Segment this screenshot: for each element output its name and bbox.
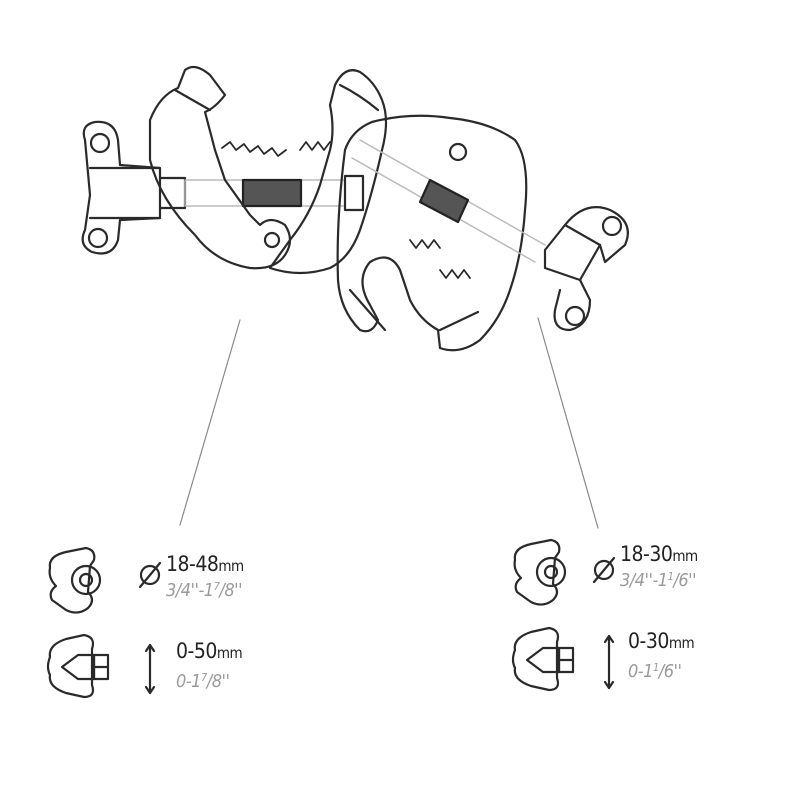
vertical-double-arrow-icon: [144, 643, 156, 695]
imperial-fraction-numerator: 7: [200, 671, 207, 684]
imperial-part: 3/4''-1: [620, 570, 668, 591]
metric-range: 18-30mm: [620, 543, 698, 567]
left-clamp-illustration: [81, 65, 388, 275]
imperial-fraction-numerator: 1: [652, 661, 659, 674]
metric-value: 18-48: [166, 552, 219, 576]
diameter-icon: [138, 561, 162, 589]
unit: mm: [218, 557, 244, 575]
imperial-part: 0-1: [176, 671, 201, 692]
left-diameter-spec: 18-48mm 3/4''-17/8'': [166, 553, 244, 601]
diameter-icon: [592, 556, 616, 584]
imperial-part: 0-1: [628, 661, 653, 682]
metric-range: 0-50mm: [176, 639, 243, 664]
vertical-double-arrow-icon: [603, 634, 615, 690]
imperial-range: 3/4''-11/6'': [620, 567, 698, 591]
left-leader-line: [179, 319, 241, 526]
metric-value: 0-30: [628, 629, 669, 653]
metric-range: 0-30mm: [628, 629, 695, 654]
metric-range: 18-48mm: [166, 553, 244, 577]
flat-clamp-icon: [511, 626, 575, 692]
right-flat-spec: 0-30mm 0-11/6'': [628, 629, 695, 682]
unit: mm: [216, 644, 243, 662]
unit: mm: [672, 547, 698, 565]
imperial-fraction-denominator: /6'': [673, 570, 697, 591]
imperial-part: 3/4''-1: [166, 580, 214, 601]
imperial-fraction-numerator: 7: [213, 580, 220, 593]
imperial-range: 0-11/6'': [628, 658, 694, 682]
right-diameter-spec: 18-30mm 3/4''-11/6'': [620, 543, 698, 591]
imperial-range: 3/4''-17/8'': [166, 577, 244, 601]
flat-clamp-icon: [46, 633, 110, 699]
unit: mm: [668, 634, 695, 652]
imperial-fraction-denominator: /8'': [206, 671, 230, 692]
imperial-fraction-numerator: 1: [667, 570, 674, 583]
imperial-fraction-denominator: /6'': [658, 661, 682, 682]
metric-value: 0-50: [176, 639, 217, 663]
right-clamp-illustration: [336, 114, 629, 352]
round-tube-clamp-icon: [513, 538, 567, 606]
imperial-fraction-denominator: /8'': [219, 580, 243, 601]
left-flat-spec: 0-50mm 0-17/8'': [176, 639, 243, 692]
right-leader-line: [537, 317, 599, 529]
metric-value: 18-30: [620, 542, 673, 566]
round-tube-clamp-icon: [48, 546, 102, 614]
imperial-range: 0-17/8'': [176, 668, 242, 692]
